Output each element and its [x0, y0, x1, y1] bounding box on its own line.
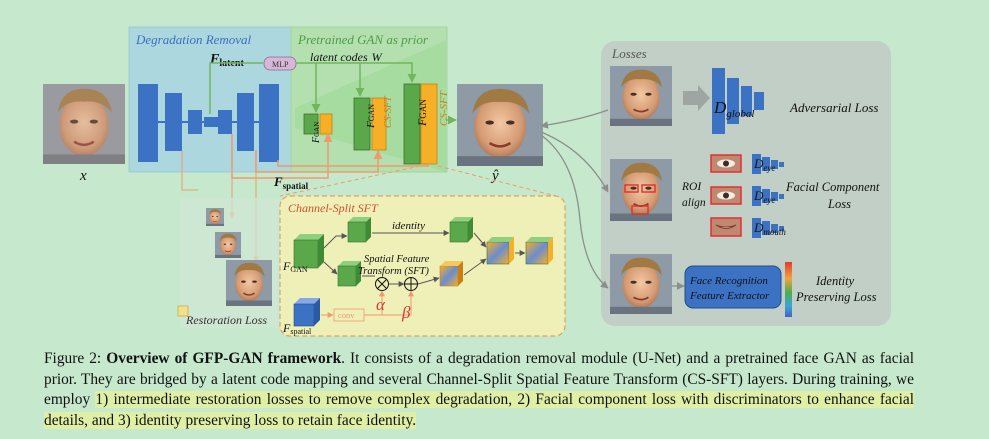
restoration-loss-icon [177, 305, 189, 317]
face-recognition-box [684, 265, 782, 309]
d-global-label: Dglobal [713, 98, 754, 120]
face-recognition-label-2: Feature Extractor [689, 290, 770, 302]
sft-label: Spatial Feature [364, 254, 430, 265]
mouth-crop [710, 217, 742, 237]
svg-text:FGAN: FGAN [311, 122, 322, 144]
face-recognition-label-1: Face Recognition [689, 275, 768, 287]
mlp-to-gan-arrow [296, 62, 417, 83]
cube-identity-out [449, 217, 473, 243]
restoration-face-large [225, 259, 273, 307]
cs-sft-title: Channel-Split SFT [288, 201, 379, 215]
eye-crop-1 [710, 154, 742, 173]
cube-identity-branch [347, 217, 371, 243]
caption-title: Overview of GFP-GAN framework [106, 350, 342, 367]
conv-label: conv [338, 310, 355, 320]
sft-arrow-3 [417, 276, 440, 285]
cube-f-spatial-label: Fspatial [282, 321, 312, 336]
roi-box-mouth [631, 205, 649, 215]
to-identity-arrow [540, 134, 609, 289]
restoration-loss-label: Restoration Loss [185, 313, 267, 327]
input-label-x: x [79, 168, 87, 184]
f-spatial-label: Fspatial [273, 174, 309, 191]
restoration-arrow-1 [181, 151, 198, 191]
spatial-arrow-1 [231, 133, 333, 179]
roi-box-eye-right [641, 184, 656, 193]
alpha-label: α [376, 295, 386, 314]
svg-text:CS-SFT: CS-SFT [383, 95, 394, 128]
facial-component-label-1: Facial Component [785, 180, 880, 194]
identity-loss-label-1: Identity [815, 274, 855, 288]
losses-panel [601, 41, 891, 326]
cube-f-spatial [293, 298, 320, 327]
cube-sft-branch [337, 261, 361, 287]
d-eye-label-2: Deye [753, 188, 775, 205]
cube-f-gan-label: FGAN [282, 259, 308, 274]
identity-label: identity [392, 220, 425, 232]
merge-arrow-top [473, 232, 487, 248]
split-arrow-up [323, 233, 348, 249]
loss-face-identity [609, 253, 673, 315]
d-mouth-label: Dmouth [753, 220, 786, 237]
eye-crop-2 [710, 186, 742, 205]
spatial-arrow-3 [277, 160, 429, 167]
roi-align-label-2: align [682, 197, 706, 209]
beta-label: β [401, 303, 411, 322]
d-eye-1 [752, 154, 784, 174]
svg-text:FGAN: FGAN [365, 104, 377, 129]
facial-component-label-2: Loss [827, 197, 851, 211]
mlp-label: MLP [272, 60, 289, 69]
roi-box-eye-left [624, 184, 639, 193]
cube-sft-out [439, 261, 463, 287]
conv-to-beta [382, 290, 414, 316]
output-image-y [455, 82, 545, 168]
loss-face-global [609, 65, 673, 127]
caption-body: . It consists of a degradation removal m… [44, 350, 914, 408]
gray-arrow-global [683, 85, 710, 111]
to-adversarial-arrow [540, 109, 609, 129]
d-global-discriminator [712, 68, 764, 134]
merge-arrow-bottom [463, 258, 487, 276]
cs-sft-zoom-line-1 [279, 165, 421, 197]
gan-block-2: FGAN CS-SFT [353, 95, 394, 151]
roi-align-label-1: ROI [681, 181, 702, 193]
cube-f-gan [293, 234, 324, 269]
degradation-removal-title: Degradation Removal [135, 32, 252, 47]
to-facial-arrow [540, 131, 609, 193]
loss-face-component [609, 158, 673, 222]
caption-prefix: Figure 2: [44, 350, 102, 367]
identity-feature-bar [785, 262, 792, 317]
svg-text:CS-SFT: CS-SFT [438, 90, 450, 126]
restoration-face-medium [214, 231, 242, 259]
cs-sft-zoom-line-2 [437, 165, 557, 197]
cube-concat [486, 237, 514, 265]
svg-text:FGAN: FGAN [415, 99, 429, 127]
spatial-arrow-2 [255, 150, 383, 173]
sft-label-2: Transform (SFT) [358, 266, 429, 277]
d-eye-2 [752, 186, 784, 206]
gan-block-3: FGAN CS-SFT [403, 83, 450, 165]
input-blur [43, 84, 125, 164]
latent-to-mlp-arrow [209, 62, 263, 114]
d-mouth [752, 218, 784, 238]
split-arrow-down [323, 261, 338, 275]
restoration-face-small [205, 207, 225, 227]
output-label-y: ŷ [490, 168, 499, 184]
adversarial-loss-label: Adversarial Loss [789, 100, 878, 115]
identity-loss-label-2: Preserving Loss [795, 290, 877, 304]
pretrained-gan-title: Pretrained GAN as prior [297, 32, 429, 47]
cube-output [525, 237, 553, 265]
unet-decoder [218, 84, 279, 162]
caption-highlight: 1) intermediate restoration losses to re… [44, 391, 914, 429]
losses-title: Losses [611, 46, 647, 61]
d-eye-label-1: Deye [753, 156, 775, 173]
figure-caption: Figure 2: Overview of GFP-GAN framework.… [44, 349, 914, 431]
